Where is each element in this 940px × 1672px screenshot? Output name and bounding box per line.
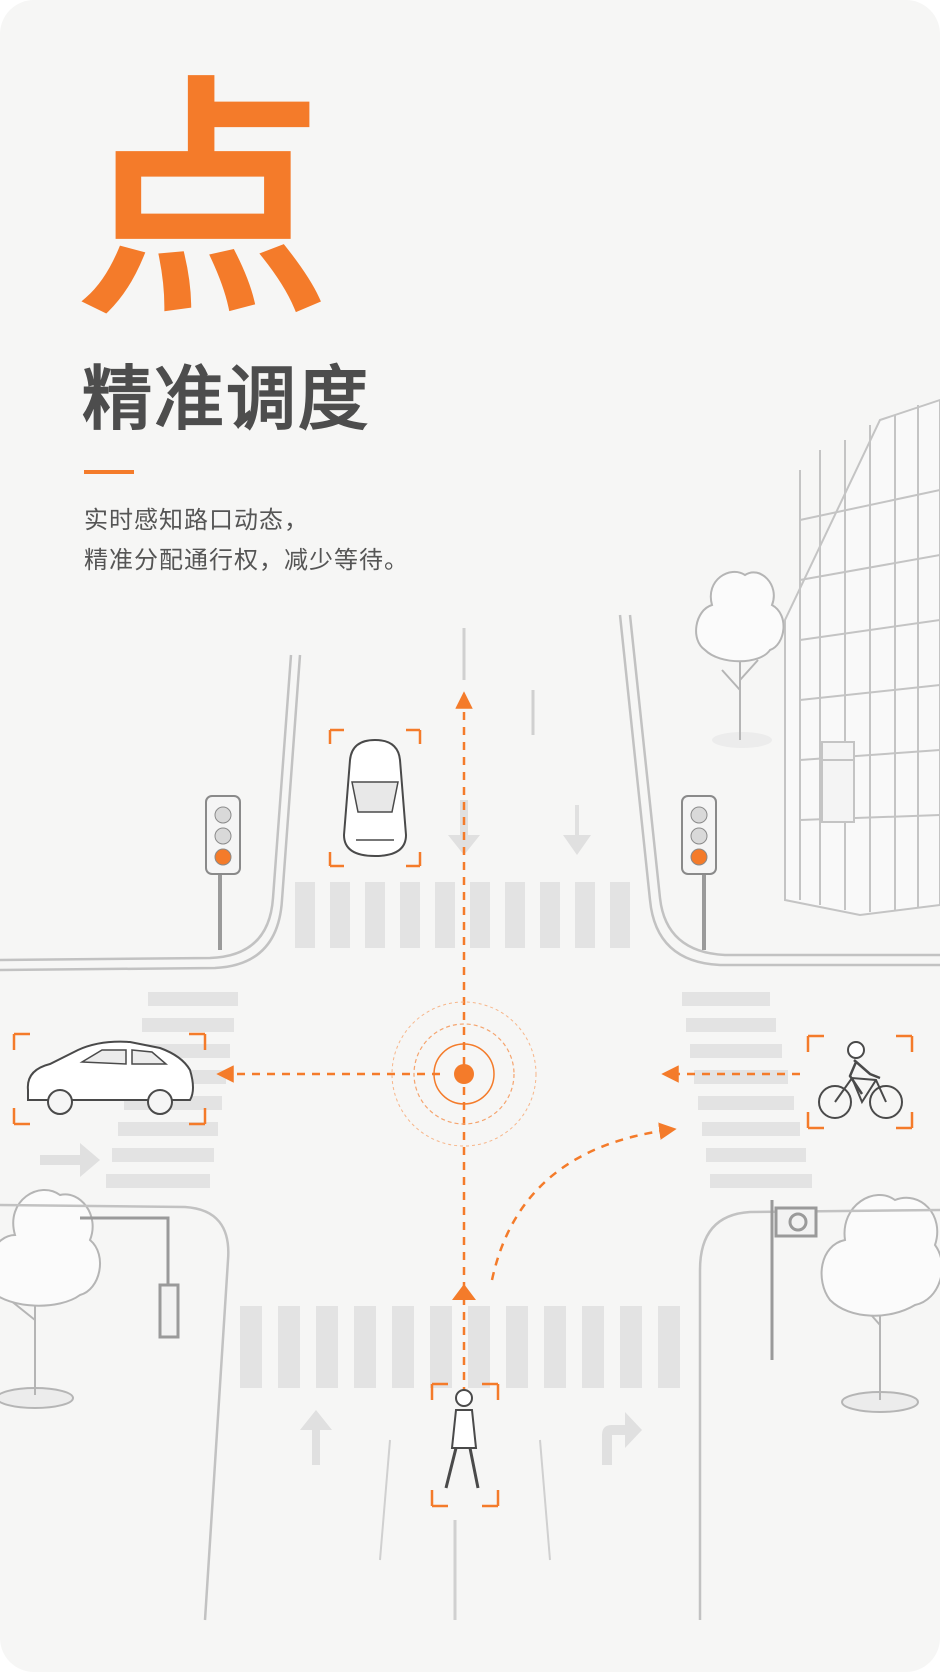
signal-pole-bottom-right [770,1200,818,1360]
car-sideview-icon [12,1032,207,1126]
title-underline [84,470,134,474]
lane-markings [379,628,551,1620]
crosswalk-south [240,1306,680,1388]
road-arrows [40,800,642,1465]
page-title: 精准调度 [82,358,370,440]
crosswalk-west [106,992,238,1188]
hero-character: 点 [78,57,328,348]
description: 实时感知路口动态， 精准分配通行权，减少等待。 [84,500,409,580]
crosswalk-east [682,992,812,1188]
crosswalk-north [295,882,630,948]
cyclist-icon [806,1034,914,1130]
tree-top-right [695,570,785,748]
traffic-light-right [681,795,717,950]
signal-hub-icon [391,1001,537,1147]
traffic-light-left [205,795,241,950]
up-arrow-south [452,1284,476,1300]
description-line-1: 实时感知路口动态， [84,506,309,534]
pedestrian-icon [430,1382,500,1508]
building [784,398,940,917]
description-line-2: 精准分配通行权，减少等待。 [84,546,409,574]
tree-bottom-left [0,1189,101,1409]
road-curbs [0,614,940,1621]
signal-pole-bottom-left [80,1216,180,1339]
dispatch-arrows [216,691,800,1395]
tree-bottom-right [820,1194,940,1413]
car-topview-icon [328,728,422,868]
